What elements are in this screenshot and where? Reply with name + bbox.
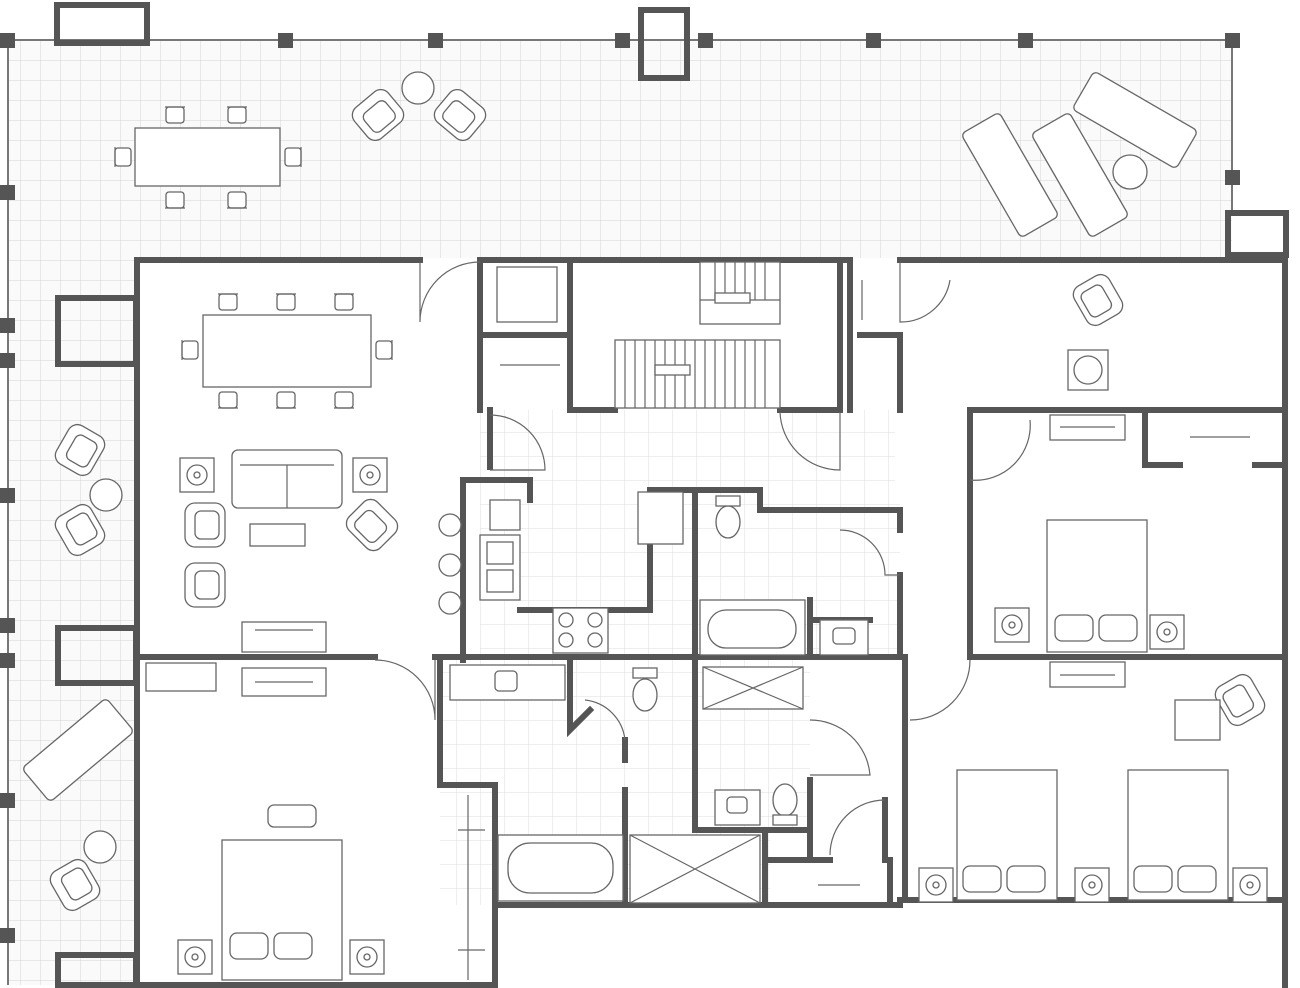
toilet-icon	[632, 495, 798, 826]
lounge-chair-icon	[23, 72, 1197, 801]
walls	[134, 257, 1288, 988]
stair-icon	[614, 261, 781, 409]
closet-rod-icon	[458, 280, 1250, 980]
bathtub-icon	[497, 599, 806, 902]
bed-icon	[145, 349, 1268, 981]
patio-dining-set	[114, 106, 302, 209]
door-swing-icon[interactable]	[374, 261, 1031, 856]
sink-icon	[449, 619, 869, 826]
stove-icon	[552, 607, 609, 654]
kitchen	[438, 266, 684, 654]
patio	[8, 40, 1232, 985]
armchair-icon	[46, 71, 1269, 915]
dining-table-icon	[181, 293, 393, 409]
shower-icon	[629, 666, 804, 904]
sofa-icon	[179, 449, 403, 653]
